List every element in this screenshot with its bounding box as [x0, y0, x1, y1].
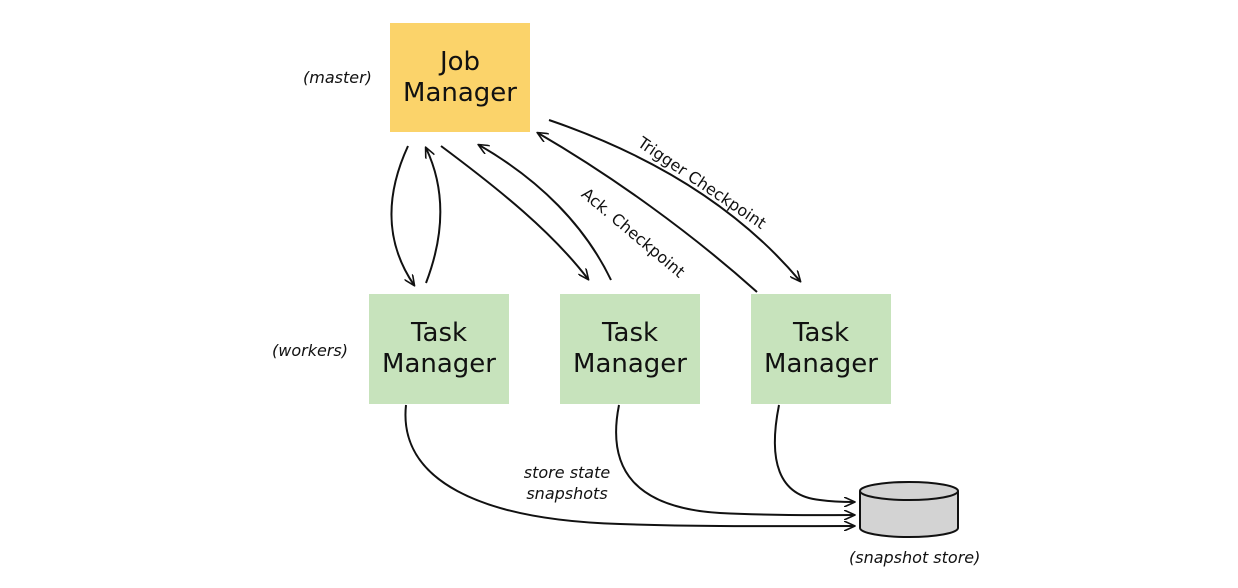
task-manager-2-line2: Manager	[573, 349, 687, 379]
job-manager-box: Job Manager	[390, 23, 530, 132]
arrow-tm3-to-store	[773, 404, 854, 502]
snapshot-store-cylinder	[859, 481, 959, 538]
workers-role-label: (workers)	[272, 341, 348, 360]
snapshot-store-label: (snapshot store)	[849, 548, 981, 567]
job-manager-line2: Manager	[403, 77, 517, 108]
task-manager-3-line2: Manager	[764, 349, 878, 379]
task-manager-box-2: Task Manager	[560, 294, 700, 404]
arrow-tm1-to-store	[404, 404, 854, 526]
task-manager-3-line1: Task	[792, 318, 850, 348]
task-manager-box-3: Task Manager	[751, 294, 891, 404]
task-manager-1-line2: Manager	[382, 349, 496, 379]
store-state-snapshots-label: store state snapshots	[508, 462, 626, 504]
task-manager-1-line1: Task	[410, 318, 468, 348]
task-manager-2-line1: Task	[601, 318, 659, 348]
arrow-tm1-to-jm	[426, 148, 442, 284]
task-manager-box-1: Task Manager	[369, 294, 509, 404]
arrow-tm2-to-jm	[479, 145, 612, 281]
store-state-line1: store state	[523, 463, 611, 482]
arrow-trigger-checkpoint	[548, 119, 800, 281]
arrow-tm2-to-store	[615, 404, 854, 515]
master-role-label: (master)	[303, 68, 372, 87]
arrow-ack-checkpoint	[538, 133, 758, 293]
arrow-jm-to-tm2	[440, 145, 588, 279]
arrow-jm-to-tm1	[390, 145, 414, 285]
store-state-line2: snapshots	[526, 484, 608, 503]
job-manager-line1: Job	[439, 46, 481, 77]
